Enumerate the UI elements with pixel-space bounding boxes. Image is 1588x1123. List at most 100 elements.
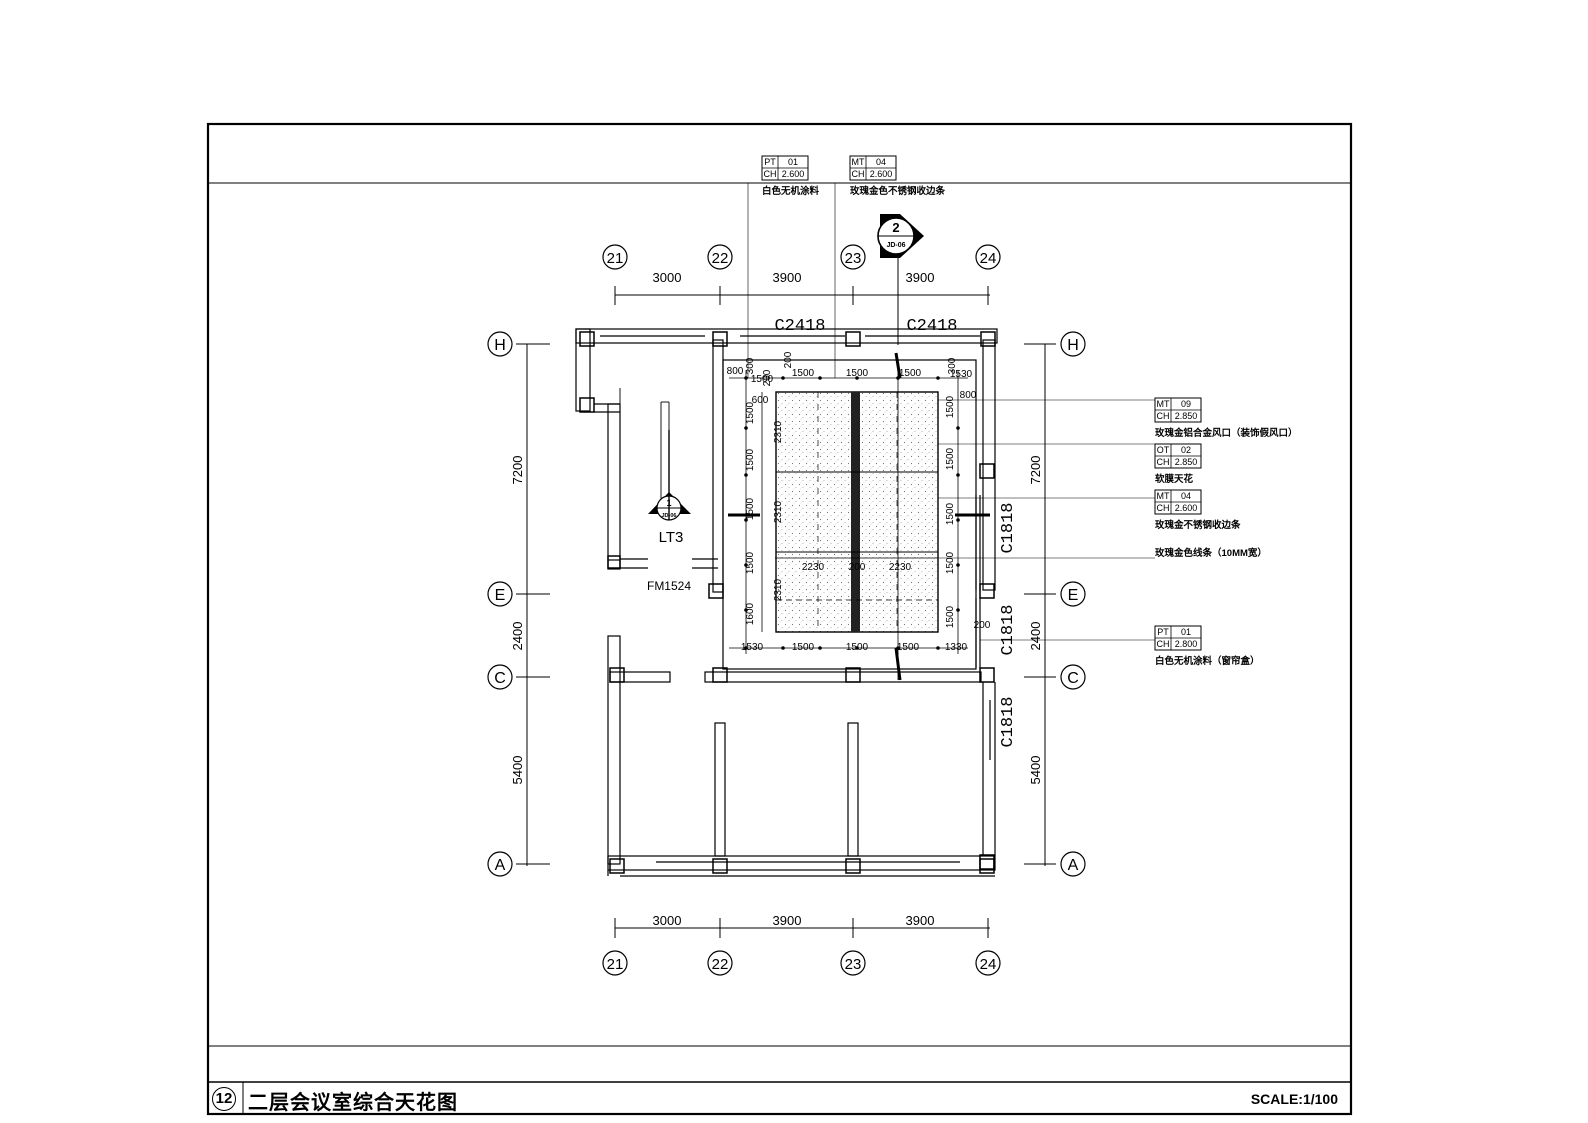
dim-left-3: 5400 [510,756,525,785]
room-dim-top-7: 1530 [950,369,973,380]
window-tag-top-left: C2418 [774,317,825,336]
ceiling-panel [775,391,939,633]
dim-bottom-2: 3900 [773,913,802,928]
grid-bubble-E-left: E [495,587,506,604]
grid-bubble-H-left: H [494,337,506,354]
room-dim-bottom-4: 1500 [897,642,920,653]
room-dim-right-4: 1500 [945,551,956,574]
tag-desc: 玫瑰金色线条（10MM宽） [1155,547,1267,559]
building-walls [575,328,998,877]
section-top-number: 2 [892,220,899,235]
dim-right-2: 2400 [1028,622,1043,651]
room-dim-mid-3: 200 [849,562,866,573]
tag-desc: 玫瑰金不锈钢收边条 [1155,519,1241,531]
dim-right-3: 5400 [1028,756,1043,785]
tag-code: MT [1157,399,1170,409]
window-tag-right-3: C1818 [999,696,1018,747]
tag-ch: 2.800 [1175,639,1198,649]
tag-ch-label: CH [1157,503,1170,513]
material-tag-top-right: MT 04 CH 2.600 玫瑰金色不锈钢收边条 [849,155,946,197]
room-dim-bottom-2: 1500 [792,642,815,653]
room-dim-small-5: 600 [752,395,769,406]
room-dims-mid: 2230 2230 200 [802,562,912,573]
dim-bottom-1: 3000 [653,913,682,928]
door-tag: FM1524 [647,579,691,593]
tag-code: PT [1157,627,1169,637]
room-dim-inner-left-3: 2310 [773,578,784,601]
tag-ch: 2.850 [1175,411,1198,421]
window-tag-right-1: C1818 [999,502,1018,553]
room-dim-top-2: 200 [783,351,794,368]
material-tag-right-2: OT 02 CH 2.850 软膜天花 [1154,443,1202,485]
tag-code: OT [1157,445,1170,455]
room-dim-left-2: 1500 [745,448,756,471]
tag-num: 04 [876,157,886,167]
tag-ch: 2.600 [1175,503,1198,513]
tag-desc: 玫瑰金铝合金风口（装饰假风口） [1155,427,1298,439]
tag-num: 02 [1181,445,1191,455]
room-dim-mid-2: 2230 [889,562,912,573]
tag-code: PT [764,157,776,167]
room-dim-small-2: 1500 [751,374,774,385]
material-tag-top-left: PT 01 CH 2.600 白色无机涂料 [761,155,820,197]
room-dim-inner-left-2: 2310 [773,500,784,523]
tag-num: 09 [1181,399,1191,409]
grid-bubble-E-right: E [1068,587,1079,604]
dim-left-2: 2400 [510,622,525,651]
grid-bubble-23-top: 23 [845,250,862,267]
room-dim-small-1: 300 [745,357,756,374]
grid-top: 3000 3900 3900 21 22 23 24 [602,244,1001,305]
tag-ch-label: CH [1157,639,1170,649]
material-tag-right-4: 玫瑰金色线条（10MM宽） [1155,547,1267,559]
section-mark-stair: 1 JD-06 [648,430,691,521]
opening-tags: C2418 C2418 C1818 C1818 C1818 FM1524 LT3 [647,317,1018,748]
tag-desc: 玫瑰金色不锈钢收边条 [850,185,946,197]
tag-num: 04 [1181,491,1191,501]
grid-bubble-22-bottom: 22 [712,956,729,973]
room-dim-small-3: 200 [762,369,773,386]
stair-tag: LT3 [659,529,684,546]
room-dim-right-1: 1500 [945,395,956,418]
dim-top-2: 3900 [773,270,802,285]
grid-bubble-22-top: 22 [712,250,729,267]
room-dim-left-5: 1600 [745,602,756,625]
tag-desc: 白色无机涂料（窗帘盒） [1155,655,1260,667]
room-dim-top-5: 1500 [899,368,922,379]
room-dim-right-2: 1500 [945,447,956,470]
grid-bubble-A-left: A [495,857,506,874]
material-tag-right-3: MT 04 CH 2.600 玫瑰金不锈钢收边条 [1154,489,1241,531]
tag-ch: 2.600 [870,169,893,179]
grid-bottom: 3000 3900 3900 21 22 23 24 [602,913,1001,976]
room-dims-bottom: 1530 1500 1500 1500 1330 200 [741,620,991,653]
room-dim-inner-left-1: 2310 [773,420,784,443]
room-dim-mid-1: 2230 [802,562,825,573]
tag-ch: 2.850 [1175,457,1198,467]
grid-right: 7200 2400 5400 H E C A [1024,331,1086,877]
grid-left: 7200 2400 5400 H E C A [487,331,550,877]
dim-left-1: 7200 [510,456,525,485]
grid-bubble-C-right: C [1067,670,1079,687]
dim-top-3: 3900 [906,270,935,285]
tag-desc: 软膜天花 [1155,473,1194,485]
room-dims-top: 800 200 1500 1500 1500 300 1530 300 1500… [727,351,977,406]
dim-bottom-3: 3900 [906,913,935,928]
tag-ch-label: CH [852,169,865,179]
tag-code: MT [1157,491,1170,501]
room-dim-bottom-5: 1330 [945,642,968,653]
window-tag-right-2: C1818 [999,604,1018,655]
grid-bubble-23-bottom: 23 [845,956,862,973]
room-dim-left-4: 1500 [745,551,756,574]
room-dim-top-4: 1500 [846,368,869,379]
room-dim-top-1: 800 [727,366,744,377]
room-dim-left-1: 1500 [745,401,756,424]
dim-top-1: 3000 [653,270,682,285]
tag-num: 01 [1181,627,1191,637]
sheet-frame [206,122,1353,1116]
section-top-sheet: JD-06 [886,242,905,249]
room-dim-left-3: 1500 [745,497,756,520]
drawing-scale: SCALE:1/100 [1250,1091,1338,1107]
room-dim-top-3: 1500 [792,368,815,379]
tag-ch: 2.600 [782,169,805,179]
dimension-ticks [744,376,960,650]
room-dim-bottom-1: 1530 [741,642,764,653]
